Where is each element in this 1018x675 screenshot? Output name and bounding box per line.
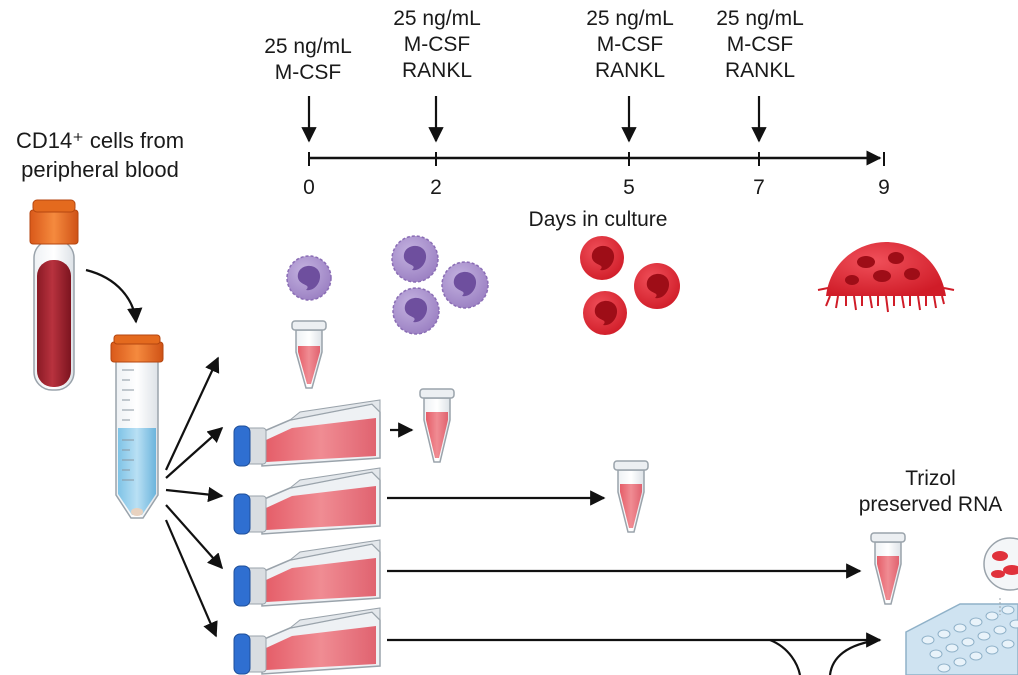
axis-label: Days in culture [528,208,668,231]
output-label-line2: preserved RNA [858,493,1003,516]
treatment-day-7: 25 ng/mL M-CSF RANKL [700,6,820,84]
sample-tube-day5 [613,460,649,533]
well-plate [905,598,1018,675]
treatment-day-0: 25 ng/mL M-CSF [248,34,368,86]
output-label-line1: Trizol [905,467,956,490]
treatment-dose: 25 ng/mL [393,7,481,30]
treatment-factor: M-CSF [726,33,794,56]
sample-tube-day7 [870,532,906,605]
treatment-dose: 25 ng/mL [586,7,674,30]
treatment-day-2: 25 ng/mL M-CSF RANKL [377,6,497,84]
tick-label: 2 [430,176,442,199]
conical-tube [110,334,164,519]
tick-label: 0 [303,176,315,199]
treatment-factor: RANKL [724,59,796,82]
culture-flask [233,607,381,675]
transfer-arrow [85,268,143,324]
sample-tube-day0 [291,320,327,389]
treatment-factor: M-CSF [403,33,471,56]
source-label-line1: CD14⁺ cells from [15,128,185,153]
culture-flask [233,539,381,607]
preosteoclast-cells [580,236,680,335]
treatment-factor: RANKL [594,59,666,82]
magnified-well [983,537,1018,591]
source-label: CD14⁺ cells from peripheral blood [0,126,200,184]
sample-tube-day2 [419,388,455,463]
tick-label: 5 [623,176,635,199]
tick-label: 9 [878,176,890,199]
treatment-dose: 25 ng/mL [716,7,804,30]
treatment-dose: 25 ng/mL [264,35,352,58]
timeline [301,96,885,166]
monocyte-cell [286,255,332,301]
treatment-factor: M-CSF [274,61,342,84]
blood-tube [29,199,79,391]
treatment-factor: M-CSF [596,33,664,56]
treatment-day-5: 25 ng/mL M-CSF RANKL [570,6,690,84]
culture-flask [233,399,381,467]
macrophage-cells [391,235,489,335]
tick-label: 7 [753,176,765,199]
distribution-arrows [164,356,224,638]
osteoclast-cell [817,242,955,313]
treatment-factor: RANKL [401,59,473,82]
culture-flask [233,467,381,535]
source-label-line2: peripheral blood [21,157,179,182]
output-label: Trizol preserved RNA [838,466,1018,518]
harvest-arrows [387,422,882,675]
